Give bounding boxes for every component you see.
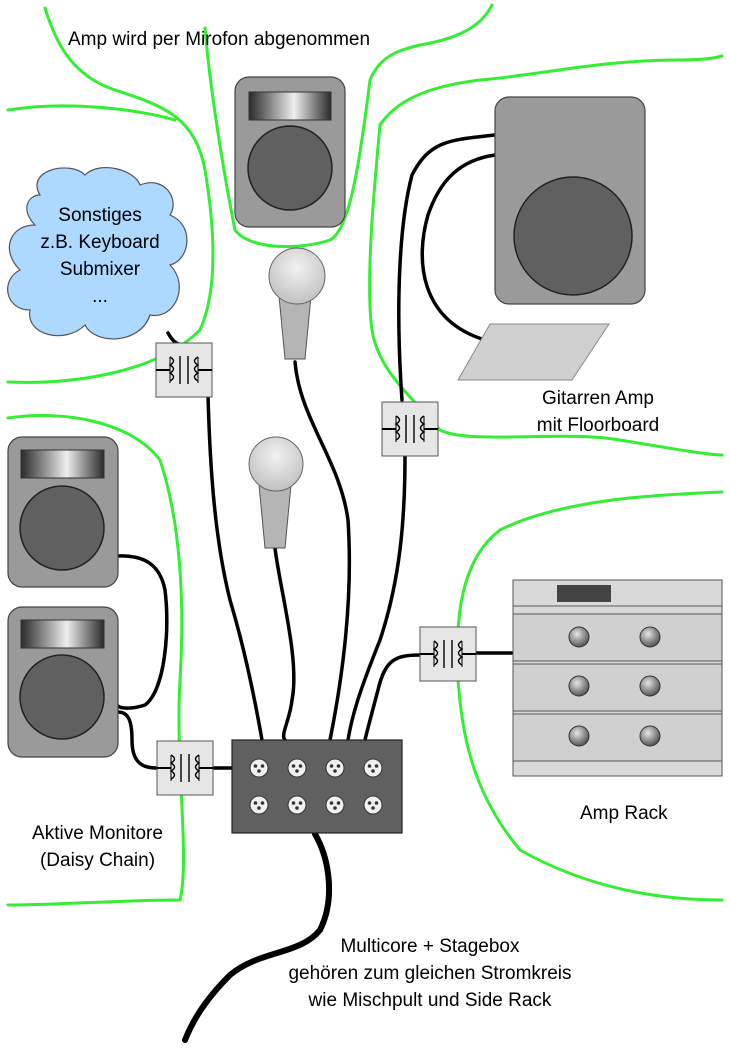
label-multicore-line: gehören zum gleichen Stromkreis — [288, 963, 572, 984]
xlr-socket-icon — [325, 758, 345, 778]
cable-rack-di-stagebox — [363, 653, 422, 742]
monitor-speaker-2 — [7, 606, 119, 758]
stagebox — [231, 739, 403, 834]
microphone-icon — [268, 247, 326, 360]
microphone-icon — [248, 436, 304, 549]
di-box-icon — [155, 342, 213, 398]
cables — [116, 133, 515, 1043]
zone-line-left-top — [6, 6, 215, 384]
zone-line-guitar-top — [378, 54, 724, 127]
cable-mic2 — [273, 546, 296, 742]
label-others-line: Submixer — [59, 259, 141, 280]
cable-di-to-stagebox-1 — [206, 393, 264, 742]
label-monitors-line: (Daisy Chain) — [39, 850, 156, 871]
xlr-socket-icon — [325, 795, 345, 815]
xlr-socket-icon — [287, 758, 307, 778]
cloud-others — [7, 166, 188, 340]
zone-line-guitar — [368, 123, 724, 457]
zone-line-monitors — [6, 413, 186, 907]
xlr-socket-icon — [287, 795, 307, 815]
label-amp-rack: Amp Rack — [580, 803, 668, 824]
monitor-speaker-1 — [7, 436, 119, 588]
label-multicore-line: wie Mischpult und Side Rack — [308, 990, 552, 1011]
label-guitar-amp: Gitarren Amp mit Floorboard — [510, 385, 686, 439]
amp-rack — [512, 579, 723, 777]
label-others-line: ... — [92, 286, 108, 307]
di-box-icon — [381, 401, 439, 457]
zone-line-mic — [203, 3, 494, 248]
label-others-line: z.B. Keyboard — [40, 232, 160, 253]
cable-monitor-di — [116, 710, 158, 770]
cable-guitar-2 — [420, 153, 497, 342]
floorboard — [457, 323, 610, 381]
xlr-socket-icon — [249, 795, 269, 815]
label-multicore: Multicore + Stagebox gehören zum gleiche… — [270, 933, 590, 1014]
cable-mic1 — [293, 360, 352, 742]
xlr-socket-icon — [363, 758, 383, 778]
zone-line-left-top-2 — [6, 104, 177, 122]
guitar-amp — [494, 96, 646, 305]
cable-guitar-1 — [397, 133, 497, 402]
multicore-cable — [182, 831, 332, 1043]
cable-monitor-chain — [116, 554, 169, 710]
label-others-line: Sonstiges — [58, 205, 142, 226]
label-guitar-amp-line: mit Floorboard — [536, 415, 660, 436]
xlr-socket-icon — [249, 758, 269, 778]
label-monitors: Aktive Monitore (Daisy Chain) — [5, 820, 190, 874]
label-multicore-line: Multicore + Stagebox — [340, 936, 520, 957]
di-box-icon — [156, 740, 214, 796]
speaker-top-center — [234, 76, 346, 228]
di-box-icon — [419, 626, 477, 682]
label-amp-mic: Amp wird per Mirofon abgenommen — [68, 29, 371, 50]
label-guitar-amp-line: Gitarren Amp — [542, 388, 654, 409]
cable-di-guitar-stagebox — [346, 454, 407, 742]
xlr-socket-icon — [363, 795, 383, 815]
label-monitors-line: Aktive Monitore — [32, 823, 163, 844]
label-others: Sonstiges z.B. Keyboard Submixer ... — [30, 202, 170, 310]
